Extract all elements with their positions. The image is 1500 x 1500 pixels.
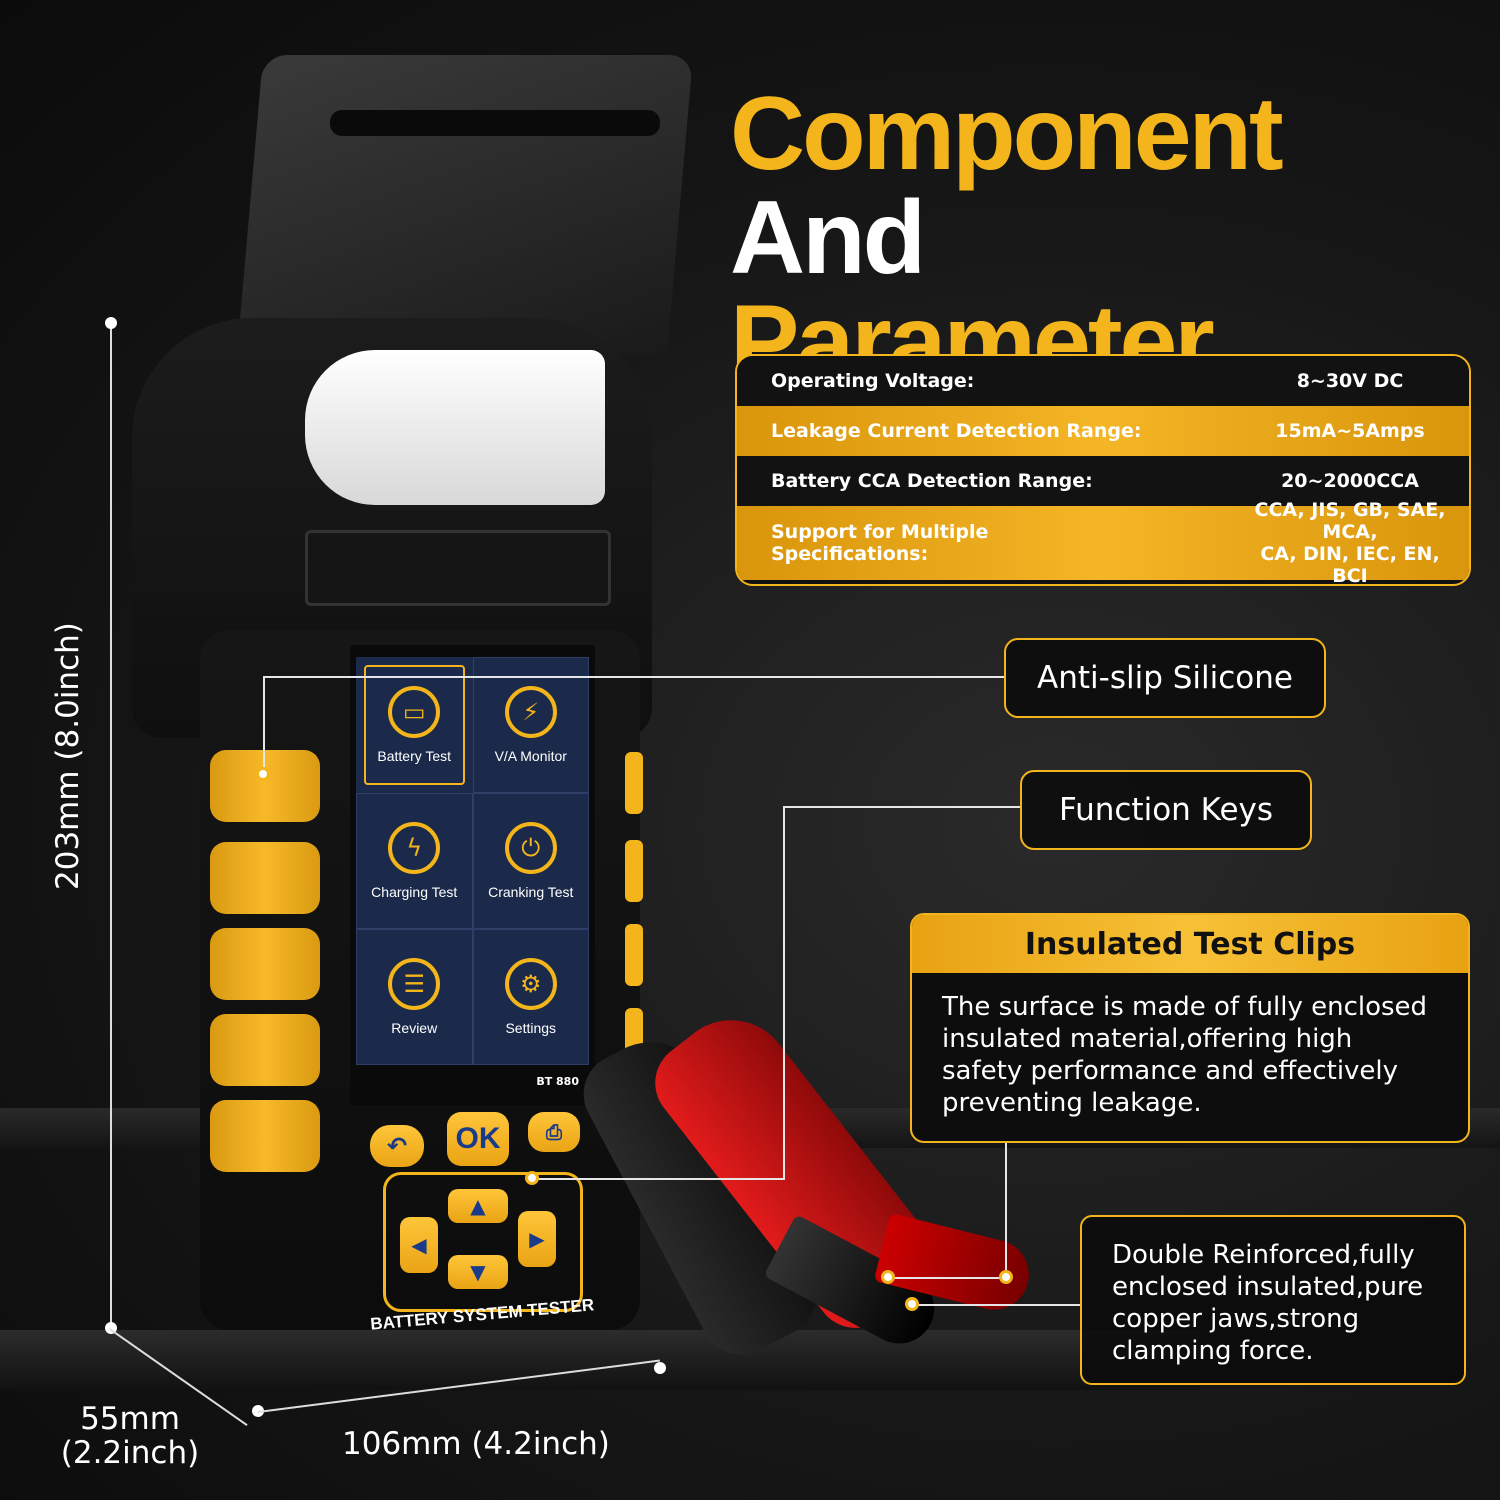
- right-key[interactable]: ▶: [518, 1211, 556, 1267]
- spec-label-line: Specifications:: [771, 543, 929, 565]
- callout-insulated-clips: Insulated Test Clips The surface is made…: [910, 913, 1470, 1143]
- ok-key[interactable]: OK: [447, 1112, 509, 1166]
- grip-segment: [625, 752, 643, 814]
- spec-row-specifications: Support for Multiple Specifications: CCA…: [737, 499, 1469, 584]
- spec-table: Operating Voltage: 8~30V DC Leakage Curr…: [735, 354, 1471, 586]
- leader-line-anti-slip: [263, 676, 265, 776]
- leader-line-clips: [1005, 1140, 1007, 1277]
- arrow-down-icon: ▼: [470, 1260, 486, 1284]
- spec-value-line: CCA, JIS, GB, SAE, MCA,: [1254, 499, 1446, 543]
- printer-icon: ⎙: [546, 1120, 562, 1144]
- leader-line-function-keys: [783, 806, 1020, 808]
- jaws-marker: [905, 1297, 919, 1311]
- printer-slot: [305, 530, 611, 606]
- side-grip: [625, 752, 645, 1082]
- spec-value: 15mA~5Amps: [1275, 420, 1425, 442]
- title-and: And: [730, 180, 926, 296]
- menu-va-monitor[interactable]: ⚡ V/A Monitor: [472, 657, 589, 793]
- height-dimension-line: [110, 322, 112, 1327]
- leader-line-clips: [888, 1277, 1008, 1279]
- spec-label-line: Support for Multiple: [771, 521, 989, 543]
- clips-title: Insulated Test Clips: [912, 915, 1468, 973]
- leader-line-function-keys: [783, 806, 785, 1178]
- model-label: BT 880: [536, 1075, 579, 1088]
- direction-pad: ▲ ◀ ▶ ▼: [383, 1172, 583, 1312]
- grip-segment: [625, 924, 643, 986]
- menu-settings[interactable]: ⚙ Settings: [472, 929, 589, 1065]
- printer-lid: [236, 55, 694, 355]
- shelf-lower: [0, 1330, 1200, 1390]
- left-key[interactable]: ◀: [400, 1217, 438, 1273]
- back-icon: ↶: [386, 1132, 408, 1160]
- anti-slip-marker: [256, 767, 270, 781]
- width-dimension-label: 106mm (4.2inch): [342, 1426, 610, 1462]
- menu-label: Settings: [505, 1020, 557, 1036]
- menu-label: Review: [391, 1020, 438, 1036]
- up-key[interactable]: ▲: [448, 1189, 508, 1223]
- depth-inch: (2.2inch): [60, 1435, 200, 1471]
- menu-grid: ▭ Battery Test ⚡ V/A Monitor ϟ Charging …: [356, 657, 589, 1065]
- menu-label: Cranking Test: [488, 884, 574, 900]
- menu-review[interactable]: ☰ Review: [356, 929, 473, 1065]
- function-keys-marker: [525, 1171, 539, 1185]
- menu-label: Charging Test: [371, 884, 458, 900]
- menu-label: Battery Test: [377, 748, 452, 764]
- menu-battery-test[interactable]: ▭ Battery Test: [364, 665, 465, 785]
- grip-segment: [210, 842, 320, 914]
- grip-segment: [210, 1014, 320, 1086]
- paper-roll: [305, 350, 605, 505]
- grip-segment: [210, 750, 320, 822]
- leader-line-function-keys: [532, 1178, 785, 1180]
- back-key[interactable]: ↶: [370, 1125, 424, 1167]
- spec-label: Support for Multiple Specifications:: [737, 521, 1241, 565]
- print-key[interactable]: ⎙: [528, 1112, 580, 1152]
- depth-dimension-label: 55mm (2.2inch): [60, 1402, 200, 1470]
- lightning-icon: ⚡: [504, 686, 557, 738]
- arrow-up-icon: ▲: [470, 1194, 486, 1218]
- device-screen: ▭ Battery Test ⚡ V/A Monitor ϟ Charging …: [350, 645, 595, 1105]
- clips-marker: [881, 1270, 895, 1284]
- menu-label: V/A Monitor: [494, 748, 567, 764]
- spec-value: CCA, JIS, GB, SAE, MCA, CA, DIN, IEC, EN…: [1241, 499, 1469, 586]
- callout-anti-slip: Anti-slip Silicone: [1004, 638, 1326, 718]
- power-icon: ⏻: [504, 822, 557, 874]
- leader-line-anti-slip: [263, 676, 1005, 678]
- callout-jaws: Double Reinforced,fully enclosed insulat…: [1080, 1215, 1466, 1385]
- clips-marker: [999, 1270, 1013, 1284]
- down-key[interactable]: ▼: [448, 1255, 508, 1289]
- spec-value: 8~30V DC: [1296, 370, 1404, 392]
- spec-row-leakage: Leakage Current Detection Range: 15mA~5A…: [737, 406, 1469, 456]
- arrow-right-icon: ▶: [529, 1227, 545, 1251]
- arrow-left-icon: ◀: [411, 1233, 427, 1257]
- dimension-endpoint: [654, 1362, 666, 1374]
- menu-cranking-test[interactable]: ⏻ Cranking Test: [472, 793, 589, 929]
- grip-segment: [210, 1100, 320, 1172]
- printer-roller: [330, 110, 660, 136]
- height-dimension-label: 203mm (8.0inch): [50, 622, 86, 890]
- depth-mm: 55mm: [80, 1401, 180, 1437]
- grip-segment: [625, 840, 643, 902]
- spec-value-line: CA, DIN, IEC, EN, BCI: [1260, 543, 1440, 586]
- spec-row-voltage: Operating Voltage: 8~30V DC: [737, 356, 1469, 406]
- leader-line-jaws: [912, 1304, 1080, 1306]
- title-component: Component: [730, 76, 1284, 192]
- page-title: Component And Parameter: [730, 82, 1470, 394]
- spec-value: 20~2000CCA: [1281, 470, 1419, 492]
- spec-row-cca: Battery CCA Detection Range: 20~2000CCA: [737, 456, 1469, 506]
- menu-charging-test[interactable]: ϟ Charging Test: [356, 793, 473, 929]
- gear-icon: ⚙: [504, 958, 557, 1010]
- anti-slip-grip: [210, 750, 320, 1172]
- clipboard-icon: ☰: [388, 958, 441, 1010]
- battery-icon: ▭: [388, 686, 441, 738]
- dimension-endpoint: [105, 317, 117, 329]
- charging-icon: ϟ: [388, 822, 441, 874]
- clips-description: The surface is made of fully enclosed in…: [942, 992, 1428, 1118]
- callout-function-keys: Function Keys: [1020, 770, 1312, 850]
- spec-label: Leakage Current Detection Range:: [771, 420, 1142, 442]
- spec-label: Operating Voltage:: [771, 370, 975, 392]
- grip-segment: [210, 928, 320, 1000]
- spec-label: Battery CCA Detection Range:: [771, 470, 1093, 492]
